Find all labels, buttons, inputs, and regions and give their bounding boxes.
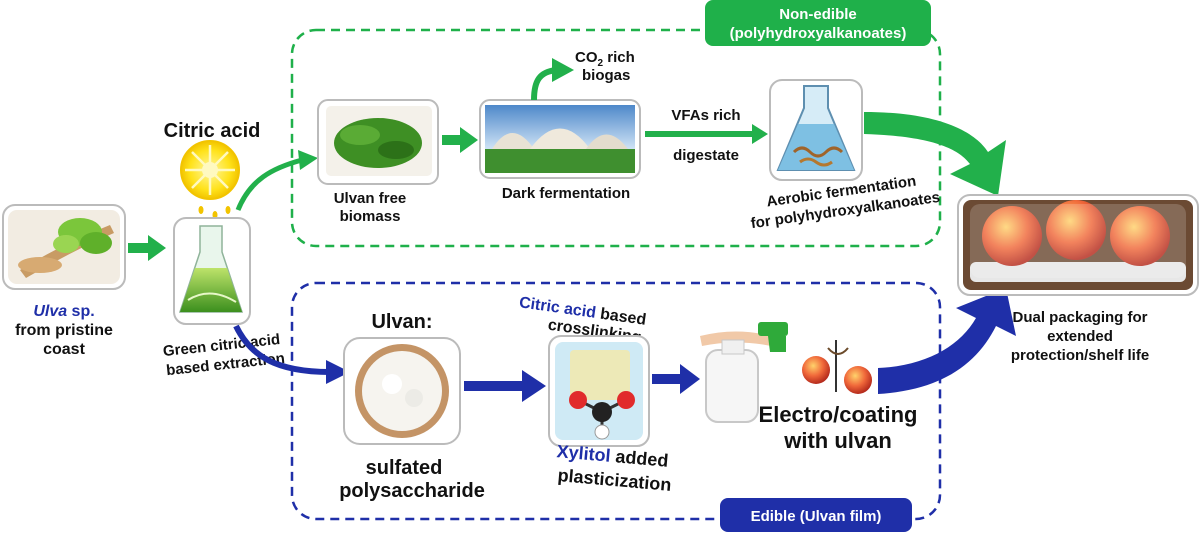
arrow-ulvan-to-crosslink bbox=[464, 370, 546, 402]
nonedible-badge-line1: Non-edible bbox=[779, 6, 857, 23]
arrow-extraction-to-biomass bbox=[235, 150, 318, 211]
sulfated-label: sulfated bbox=[366, 457, 443, 479]
coating-line2: with ulvan bbox=[783, 428, 892, 453]
ulvan-free-biomass-image bbox=[317, 99, 439, 185]
arrow-crosslink-to-coating bbox=[652, 364, 700, 394]
extraction-flask-image bbox=[173, 217, 251, 325]
edible-badge: Edible (Ulvan film) bbox=[720, 498, 912, 532]
ulvan-title: Ulvan: bbox=[371, 311, 432, 333]
nonedible-badge-line2: (polyhydroxyalkanoates) bbox=[730, 25, 907, 42]
arrow-extraction-to-ulvan bbox=[233, 324, 350, 384]
arrow-source-to-extraction bbox=[128, 235, 166, 261]
co2-rich-label: CO2 rich bbox=[575, 49, 635, 69]
arrow-aerobic-to-packaging bbox=[864, 112, 1006, 196]
arrow-coating-to-packaging bbox=[878, 288, 1016, 394]
edible-badge-label: Edible (Ulvan film) bbox=[751, 508, 882, 525]
arrow-digester-to-biogas bbox=[531, 58, 574, 101]
packaged-fruit-image bbox=[957, 194, 1199, 296]
xylitol-label: Xylitol added bbox=[556, 441, 669, 471]
dark-fermentation-digester-image bbox=[479, 99, 641, 179]
coating-line1: Electro/coating bbox=[759, 402, 918, 427]
spray-coating-image bbox=[700, 322, 872, 423]
lemon-icon bbox=[180, 140, 240, 228]
ulva-line3: coast bbox=[43, 341, 85, 358]
biogas-label: biogas bbox=[582, 67, 630, 84]
vfa-label: VFAs rich bbox=[671, 107, 740, 124]
biomass-line1: Ulvan free bbox=[334, 190, 407, 207]
citric-acid-label: Citric acid bbox=[164, 120, 261, 142]
biomass-line2: biomass bbox=[340, 208, 401, 225]
crosslinking-molecule-image bbox=[548, 335, 650, 447]
ulvan-powder-bowl-image bbox=[343, 337, 461, 445]
polysaccharide-label: polysaccharide bbox=[339, 480, 485, 502]
arrow-biomass-to-digester bbox=[442, 127, 478, 153]
outcome-line1: Dual packaging for bbox=[1012, 309, 1147, 326]
arrow-digester-to-aerobic bbox=[645, 124, 768, 144]
nonedible-badge: Non-edible (polyhydroxyalkanoates) bbox=[705, 0, 931, 46]
outcome-line2: extended bbox=[1047, 328, 1113, 345]
ulva-line2: from pristine bbox=[15, 322, 113, 339]
edible-panel bbox=[290, 281, 942, 521]
aerobic-fermentation-flask-image bbox=[769, 79, 863, 181]
digestate-label: digestate bbox=[673, 147, 739, 164]
outcome-line3: protection/shelf life bbox=[1011, 347, 1149, 364]
dark-fermentation-label: Dark fermentation bbox=[502, 185, 630, 202]
ulva-name: Ulva sp. bbox=[33, 303, 94, 320]
ulva-seaweed-image bbox=[2, 204, 126, 290]
